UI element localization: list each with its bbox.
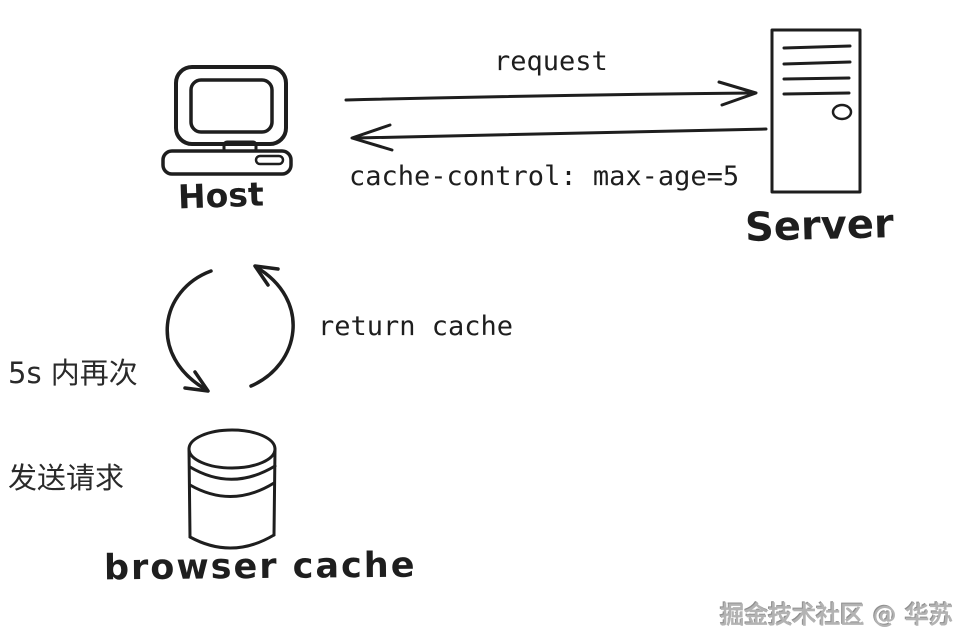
- watermark-text: 掘金技术社区 @ 华苏: [720, 601, 953, 629]
- loop-arrows: [165, 264, 295, 393]
- response-arrow-label: cache-control: max-age=5: [349, 161, 740, 192]
- loop-annotation-line2: 发送请求: [8, 461, 125, 495]
- request-arrow: [344, 80, 758, 107]
- desktop-computer-icon: [161, 65, 293, 176]
- request-arrow-label: request: [494, 46, 608, 77]
- browser-cache-node-label: browser cache: [103, 545, 417, 589]
- loop-annotation-line1: 5s 内再次: [8, 356, 138, 390]
- response-arrow: [350, 123, 768, 152]
- database-cylinder-icon: [187, 428, 277, 550]
- server-node-label: Server: [744, 201, 895, 251]
- return-cache-label: return cache: [318, 311, 514, 342]
- loop-annotation: 5s 内再次 发送请求: [8, 286, 138, 566]
- host-node-label: Host: [177, 174, 265, 217]
- server-tower-icon: [770, 28, 862, 194]
